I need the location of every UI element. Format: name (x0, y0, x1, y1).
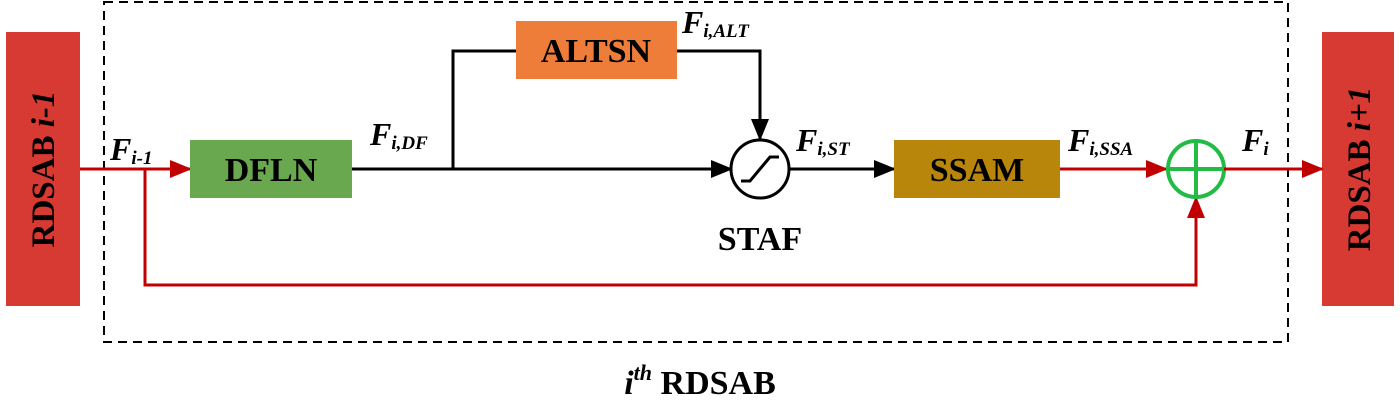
branch-to-altsn (451, 49, 516, 169)
signal-f-df: Fi,DF (369, 116, 428, 154)
signal-f-out: Fi (1241, 122, 1269, 160)
dfln-label: DFLN (225, 152, 318, 189)
rdsab-boundary (103, 1, 1289, 343)
skip-connection (143, 169, 1205, 287)
prev-rdsab-block (6, 32, 80, 306)
altsn-label: ALTSN (541, 33, 652, 70)
prev-rdsab-label: RDSAB i-1 (26, 91, 62, 248)
ssam-label: SSAM (930, 152, 1024, 189)
staf-label: STAF (718, 221, 802, 258)
signal-f-prev: Fi-1 (109, 131, 152, 169)
signal-f-st: Fi,ST (795, 122, 851, 160)
ssam-block (894, 140, 1060, 198)
altsn-to-staf-line (677, 49, 769, 141)
activation-icon (741, 155, 779, 183)
staf-node (729, 138, 791, 200)
next-rdsab-block (1322, 32, 1394, 306)
diagram-caption: ith RDSAB (624, 360, 776, 402)
next-rdsab-label: RDSAB i+1 (1342, 87, 1378, 252)
signal-f-ssa: Fi,SSA (1067, 122, 1133, 160)
dfln-block (190, 140, 352, 198)
elementwise-add-node (1166, 139, 1226, 199)
altsn-block (516, 21, 677, 79)
signal-f-alt: Fi,ALT (681, 4, 750, 42)
